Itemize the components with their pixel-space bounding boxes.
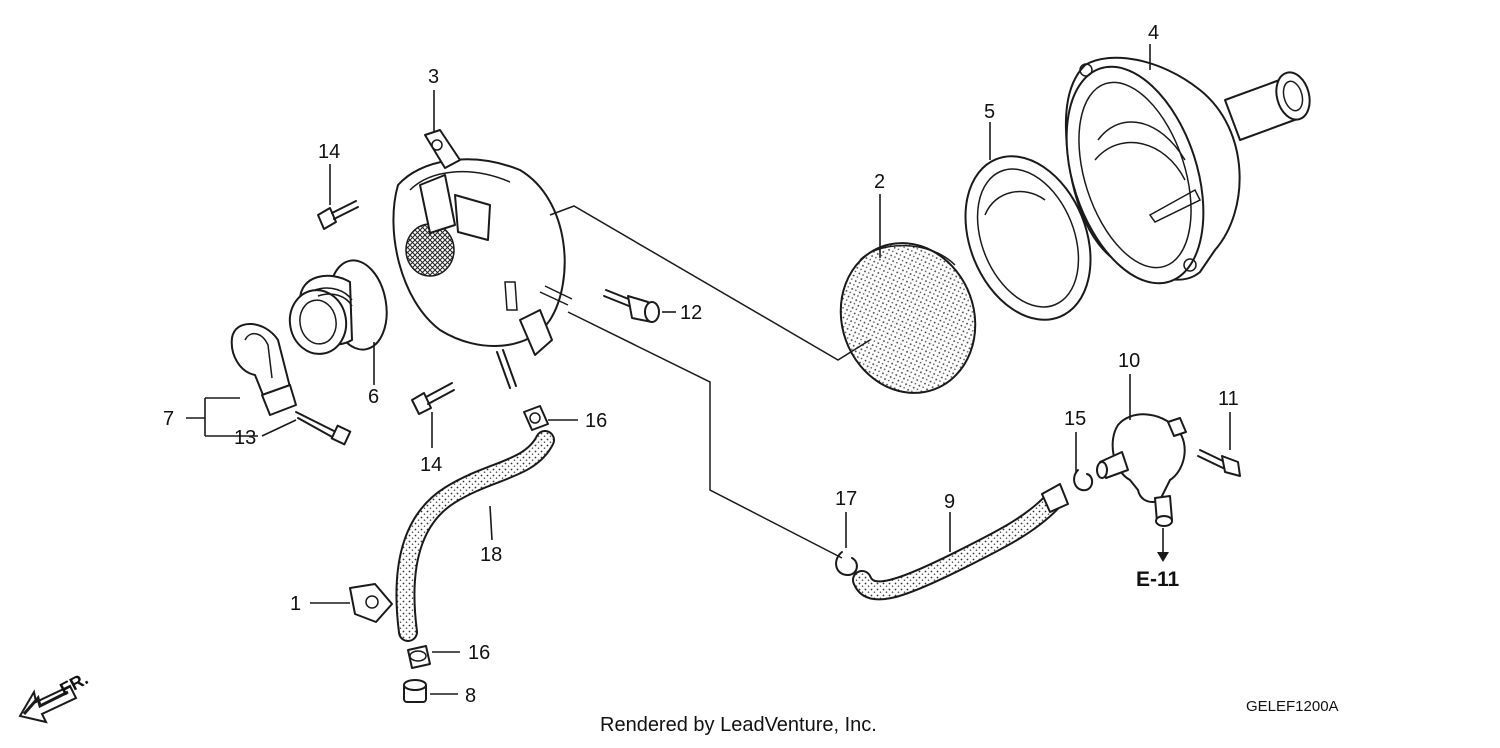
- cap-8: [403, 679, 427, 703]
- breather-separator: [1096, 413, 1187, 527]
- leader-lines: [186, 44, 1231, 695]
- breather-nipple: [496, 349, 517, 389]
- clip-16-lower: [407, 645, 431, 669]
- air-cleaner-cover: [392, 129, 573, 356]
- clip-16-upper: [523, 405, 549, 431]
- bolt-14-upper: [317, 200, 359, 230]
- callout-7: 7: [163, 408, 174, 430]
- filter-element: [839, 242, 977, 394]
- callout-5: 5: [984, 101, 995, 123]
- callout-2: 2: [874, 171, 885, 193]
- callout-15: 15: [1064, 408, 1086, 430]
- callout-16-upper: 16: [585, 410, 607, 432]
- holder-1: [349, 583, 393, 623]
- callout-14-upper: 14: [318, 141, 340, 163]
- diagram-code: GELEF1200A: [1246, 698, 1339, 715]
- screw-11: [1197, 449, 1241, 477]
- callout-8: 8: [465, 685, 476, 707]
- assembly-lines: [549, 205, 871, 559]
- rendered-by-credit: Rendered by LeadVenture, Inc.: [600, 714, 877, 736]
- bolt-14-lower: [411, 382, 455, 415]
- callout-16-lower: 16: [468, 642, 490, 664]
- air-cleaner-case: [1064, 56, 1311, 285]
- callout-10: 10: [1118, 350, 1140, 372]
- reference-label: E-11: [1136, 568, 1180, 591]
- tube-18: [395, 430, 555, 642]
- clip-15: [1073, 469, 1094, 492]
- front-direction-marker: FR.: [18, 668, 91, 724]
- band-clamp: [230, 323, 297, 416]
- screw-13: [295, 411, 352, 446]
- tube-9: [852, 483, 1069, 601]
- callout-18: 18: [480, 544, 502, 566]
- callout-9: 9: [944, 491, 955, 513]
- callout-11: 11: [1218, 388, 1239, 410]
- callout-4: 4: [1148, 22, 1159, 44]
- bolt-12: [603, 289, 660, 323]
- air-cleaner-joint: [288, 259, 388, 355]
- callout-1: 1: [290, 593, 301, 615]
- gasket: [964, 155, 1092, 321]
- callout-3: 3: [428, 66, 439, 88]
- callout-14-lower: 14: [420, 454, 442, 476]
- callout-13: 13: [234, 427, 256, 449]
- clip-17: [835, 551, 858, 576]
- callout-17: 17: [835, 488, 857, 510]
- callout-12: 12: [680, 302, 702, 324]
- callout-labels: 3 14 4 5 2 12 6 7 13 14 16 10 11 15 17 9…: [163, 22, 1239, 707]
- callout-6: 6: [368, 386, 379, 408]
